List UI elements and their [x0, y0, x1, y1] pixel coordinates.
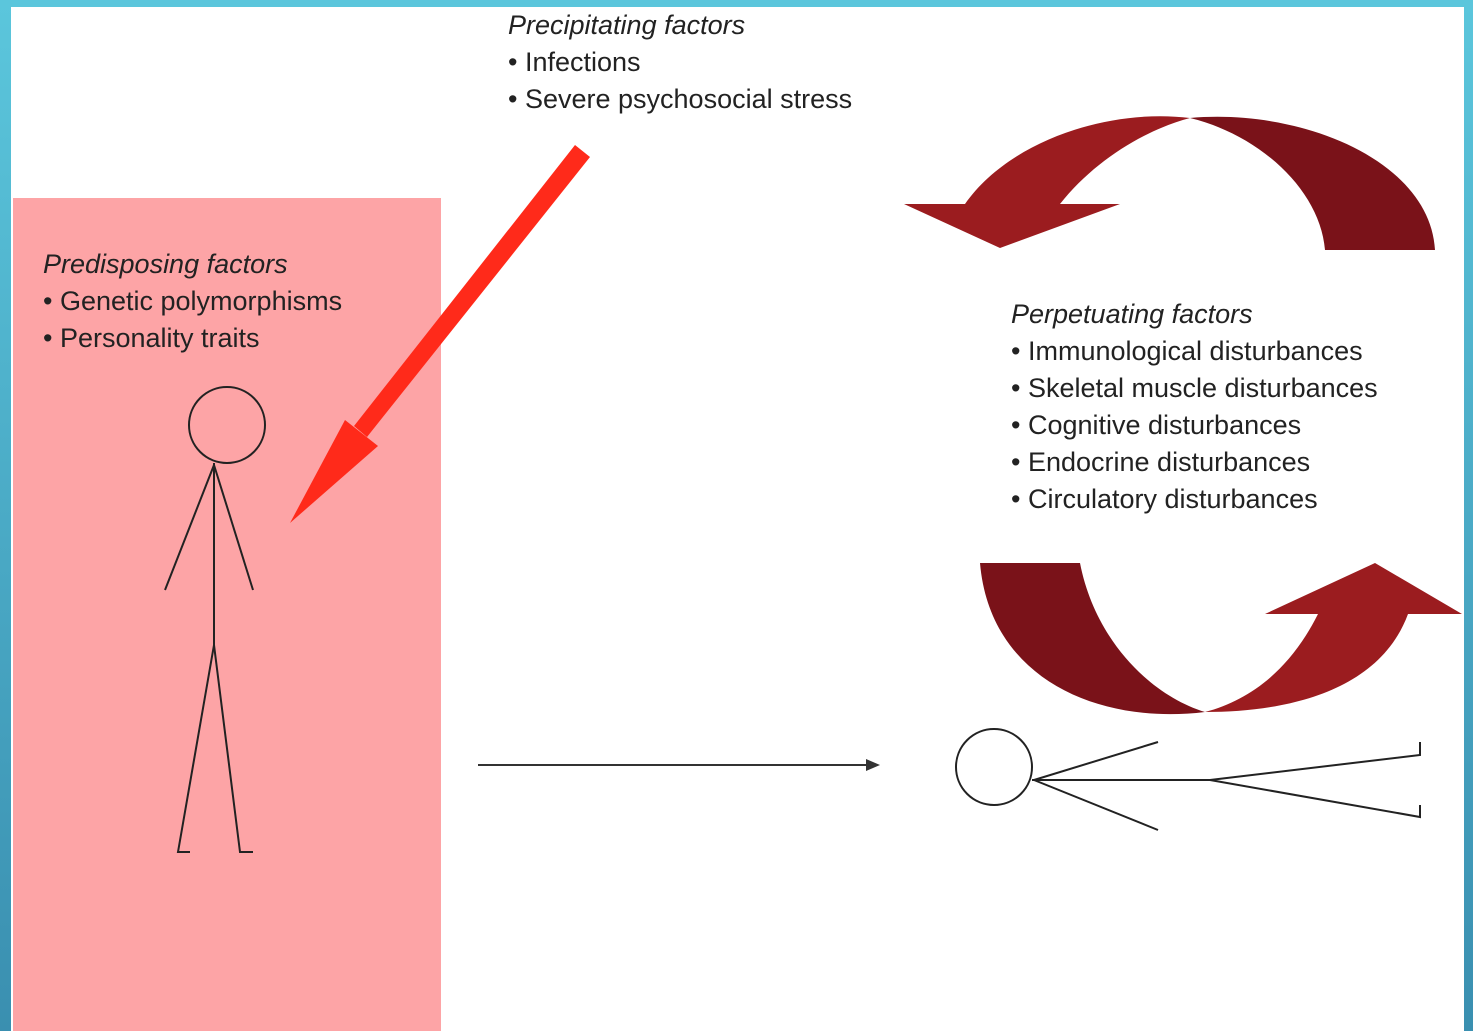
- perpetuating-factor-item: Endocrine disturbances: [1011, 444, 1378, 481]
- standing-person-figure: [165, 387, 265, 852]
- perpetuating-factor-item: Skeletal muscle disturbances: [1011, 370, 1378, 407]
- lying-person-upper-arm: [1034, 742, 1158, 780]
- perpetuating-factor-item: Immunological disturbances: [1011, 333, 1378, 370]
- bottom-cycle-arrow: [980, 563, 1462, 714]
- top-cycle-arrow-light-half: [904, 116, 1190, 248]
- lying-person-figure: [956, 729, 1420, 830]
- top-cycle-arrow: [904, 116, 1435, 250]
- predisposing-factors-block: Predisposing factors Genetic polymorphis…: [43, 246, 342, 357]
- precipitating-factor-item: Infections: [508, 44, 852, 81]
- perpetuating-factor-item: Circulatory disturbances: [1011, 481, 1378, 518]
- lying-person-head: [956, 729, 1032, 805]
- perpetuating-factors-block: Perpetuating factors Immunological distu…: [1011, 296, 1378, 518]
- standing-person-right-leg: [214, 645, 253, 852]
- top-cycle-arrow-dark-half: [1190, 117, 1435, 250]
- lying-person-lower-leg: [1210, 780, 1420, 817]
- bottom-cycle-arrow-dark-half: [980, 563, 1205, 714]
- lying-person-upper-leg: [1210, 742, 1420, 780]
- standing-person-left-leg: [178, 645, 214, 852]
- precipitating-factors-block: Precipitating factors Infections Severe …: [508, 7, 852, 118]
- perpetuating-factor-item: Cognitive disturbances: [1011, 407, 1378, 444]
- predisposing-factors-heading: Predisposing factors: [43, 246, 342, 283]
- standing-person-head: [189, 387, 265, 463]
- precipitating-factor-item: Severe psychosocial stress: [508, 81, 852, 118]
- predisposing-factor-item: Personality traits: [43, 320, 342, 357]
- standing-person-left-arm: [165, 465, 214, 590]
- lying-person-lower-arm: [1034, 780, 1158, 830]
- predisposing-factor-item: Genetic polymorphisms: [43, 283, 342, 320]
- perpetuating-factors-heading: Perpetuating factors: [1011, 296, 1378, 333]
- progression-arrow: [478, 759, 880, 771]
- bottom-cycle-arrow-light-half: [1205, 563, 1462, 712]
- standing-person-right-arm: [214, 465, 253, 590]
- precipitating-factors-heading: Precipitating factors: [508, 7, 852, 44]
